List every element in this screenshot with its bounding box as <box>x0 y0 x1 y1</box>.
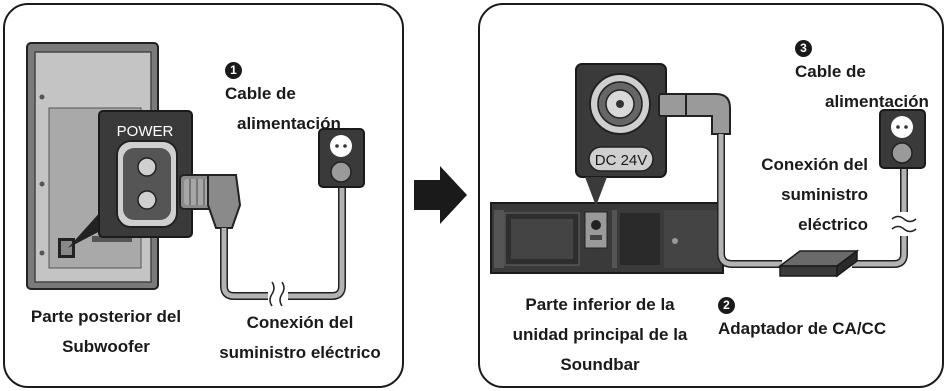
power-plug <box>179 174 242 229</box>
zoom-callout-pointer <box>68 210 102 248</box>
zoom-callout-pointer-right <box>585 177 607 206</box>
step-number-1: 1 <box>225 62 242 79</box>
step-number-3: 3 <box>795 40 812 57</box>
subwoofer-caption: Parte posterior del Subwoofer <box>30 307 182 356</box>
dc-label: DC 24V <box>595 152 648 169</box>
wall-outlet-left <box>318 128 365 188</box>
dc-port-zoom <box>575 63 667 178</box>
dc-plug <box>658 93 731 135</box>
soundbar-bottom <box>490 202 724 274</box>
supply-caption-right: Conexión del suministro eléctrico <box>761 155 868 234</box>
wall-outlet-right <box>879 109 926 169</box>
cable-break-mark-right <box>891 215 917 233</box>
step-number-2: 2 <box>718 297 735 314</box>
next-step-arrow <box>414 166 467 224</box>
power-port-zoom <box>98 110 193 238</box>
supply-caption-left: Conexión del suministro eléctrico <box>219 313 381 362</box>
soundbar-caption: Parte inferior de la unidad principal de… <box>512 295 688 374</box>
power-label: POWER <box>117 123 174 140</box>
ac-dc-adapter <box>777 249 860 278</box>
cable-break-mark <box>269 281 285 307</box>
